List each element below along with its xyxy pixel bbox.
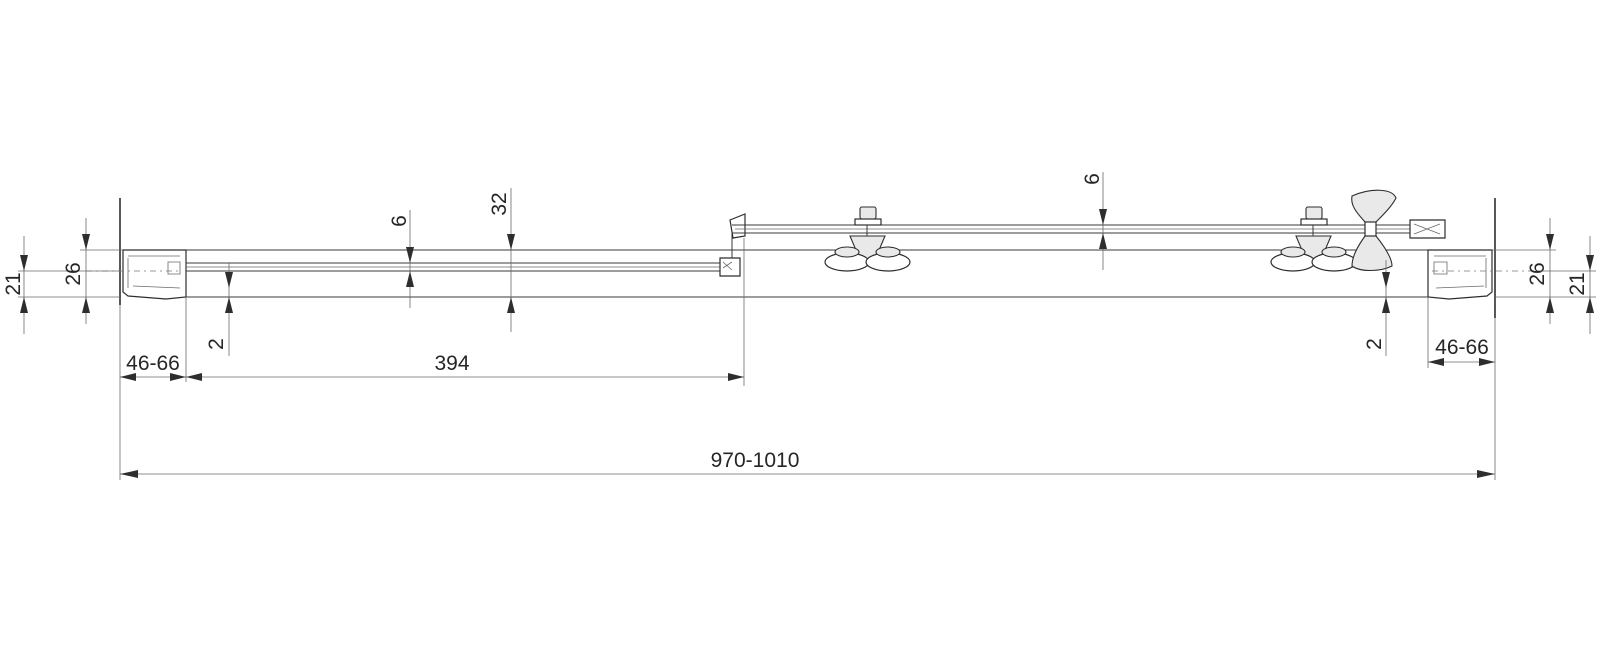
dim-right-adjust: 46-66 — [1427, 297, 1495, 368]
dim-left-profile-depth-label: 26 — [62, 262, 85, 285]
left-wall-profile — [119, 198, 187, 305]
dim-total-depth: 32 — [488, 188, 515, 332]
roller-assembly-1 — [824, 206, 911, 272]
dim-right-outer-depth-label: 21 — [1566, 272, 1589, 295]
dim-fixed-panel-width: 394 — [186, 238, 745, 386]
door-handle — [1351, 189, 1397, 272]
dim-glass-thickness-fixed: 6 — [388, 210, 414, 308]
dim-fixed-panel-label: 394 — [434, 352, 469, 375]
dim-left-adjust-label: 46-66 — [126, 352, 180, 375]
dim-right-gap: 2 — [1363, 260, 1390, 356]
dim-left-gap: 2 — [205, 263, 233, 356]
dim-glass-fixed-label: 6 — [388, 215, 411, 227]
dim-right-gap-label: 2 — [1363, 338, 1386, 350]
right-wall-profile — [1427, 198, 1496, 318]
dim-glass-door-label: 6 — [1081, 173, 1104, 185]
dim-left-depths: 21 26 — [2, 218, 123, 334]
dim-right-adjust-label: 46-66 — [1435, 336, 1489, 359]
dim-left-outer-depth-label: 21 — [2, 272, 25, 295]
dim-left-gap-label: 2 — [205, 338, 228, 350]
dim-overall-width: 970-1010 — [119, 305, 1496, 480]
dim-overall-width-label: 970-1010 — [711, 449, 800, 472]
roller-assembly-2 — [1270, 206, 1357, 272]
dim-right-depths: 26 21 — [1492, 218, 1596, 334]
fixed-glass-panel — [186, 213, 1465, 298]
dim-total-depth-label: 32 — [488, 192, 511, 215]
dim-left-adjust: 46-66 — [120, 297, 187, 382]
dim-glass-thickness-door: 6 — [1081, 172, 1107, 270]
dim-right-profile-depth-label: 26 — [1526, 262, 1549, 285]
sliding-glass-door — [732, 219, 1465, 251]
